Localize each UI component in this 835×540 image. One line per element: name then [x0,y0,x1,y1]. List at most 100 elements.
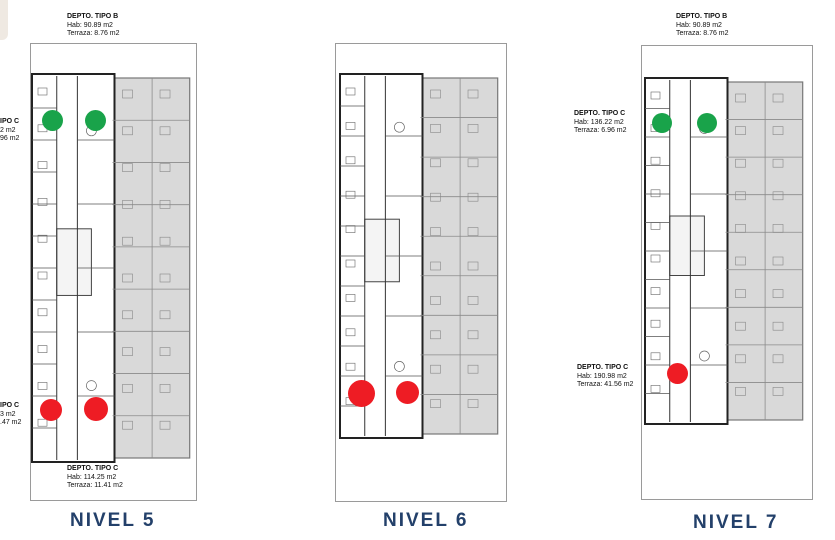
furniture [650,385,661,393]
furniture [345,225,356,233]
furniture [467,261,479,271]
furniture [122,200,133,209]
furniture [430,330,441,340]
furniture [159,236,171,246]
furniture [735,224,746,233]
table-circle [86,380,97,391]
furniture [735,93,746,103]
furniture [430,124,441,133]
furniture [37,161,48,169]
furniture [37,382,48,390]
furniture [122,273,133,283]
furniture [467,296,479,305]
furniture [430,89,441,99]
furniture [772,191,784,201]
furniture [345,362,356,371]
furniture [430,296,441,305]
furniture [430,399,441,408]
furniture [650,156,661,165]
furniture [650,319,661,328]
furniture [772,126,784,135]
furniture [735,256,746,266]
level-title-nivel-6: NIVEL 6 [383,510,469,531]
furniture [37,87,48,96]
marker-green [652,113,672,133]
furniture [37,198,48,206]
furniture [735,191,746,201]
label-n7-left-top: DEPTO. TIPO C Hab: 136.22 m2 Terraza: 6.… [574,110,627,136]
unit-type: DEPTO. TIPO B [676,13,728,20]
furniture [650,91,661,100]
label-n5-left-bottom: IPO C 3 m2 .47 m2 [0,402,21,428]
furniture [159,384,171,393]
label-n5-top: DEPTO. TIPO B Hab: 90.89 m2 Terraza: 8.7… [67,13,120,39]
marker-green [42,110,63,131]
furniture [650,222,661,230]
furniture [772,289,784,298]
furniture [772,158,784,168]
level-title-nivel-7: NIVEL 7 [693,512,779,533]
furniture [345,328,356,337]
furniture [159,163,171,172]
furniture [430,192,441,202]
unit-type: DEPTO. TIPO C [67,465,119,472]
label-n5-bottom: DEPTO. TIPO C Hab: 114.25 m2 Terraza: 11… [67,465,123,491]
furniture [650,189,661,198]
unit-type: DEPTO. TIPO C [577,364,629,371]
unit-terraza: 96 m2 [0,135,20,143]
marker-red [396,381,419,404]
furniture [159,347,171,356]
table-circle [394,121,405,133]
corridor [56,228,92,296]
furniture [735,387,746,396]
furniture [772,224,784,233]
furniture [345,156,356,165]
unit-hab: 3 m2 [0,410,16,418]
furniture [430,261,441,271]
furniture [772,321,784,331]
furniture [467,89,479,99]
furniture [122,384,133,393]
furniture [122,347,133,356]
furniture [650,352,661,361]
furniture [467,192,479,202]
table-circle [699,350,710,362]
furniture [650,254,661,263]
label-n7-top: DEPTO. TIPO B Hab: 90.89 m2 Terraza: 8.7… [676,13,729,39]
furniture [37,418,48,427]
unit-type: IPO C [0,118,20,125]
furniture [735,321,746,331]
furniture [37,234,48,243]
table-circle [394,361,405,372]
unit-terraza: .47 m2 [0,419,22,427]
label-n7-left-bottom: DEPTO. TIPO C Hab: 190.98 m2 Terraza: 41… [577,364,633,390]
furniture [735,354,746,364]
page-corner-tab [0,0,8,40]
furniture [735,158,746,168]
unit-terraza: Terraza: 41.56 m2 [577,381,634,389]
unit-terraza: Terraza: 11.41 m2 [67,482,123,490]
furniture [122,310,133,320]
furniture [430,364,441,374]
unit-terraza: Terraza: 8.76 m2 [67,30,120,38]
furniture [345,190,356,199]
furniture [467,227,479,236]
furniture [345,87,356,96]
furniture [122,163,133,172]
furniture [467,364,479,374]
unit-hab: 2 m2 [0,126,16,134]
furniture [37,271,48,280]
corridor [669,215,705,276]
furniture [735,126,746,135]
furniture [159,126,171,136]
furniture [122,420,133,430]
furniture [467,124,479,133]
furniture [772,256,784,266]
furniture [430,227,441,236]
shaded-wing [724,81,804,421]
unit-type: DEPTO. TIPO C [574,110,626,117]
unit-type: DEPTO. TIPO B [67,13,119,20]
furniture [345,122,356,130]
furniture [159,273,171,283]
marker-red [40,399,62,421]
